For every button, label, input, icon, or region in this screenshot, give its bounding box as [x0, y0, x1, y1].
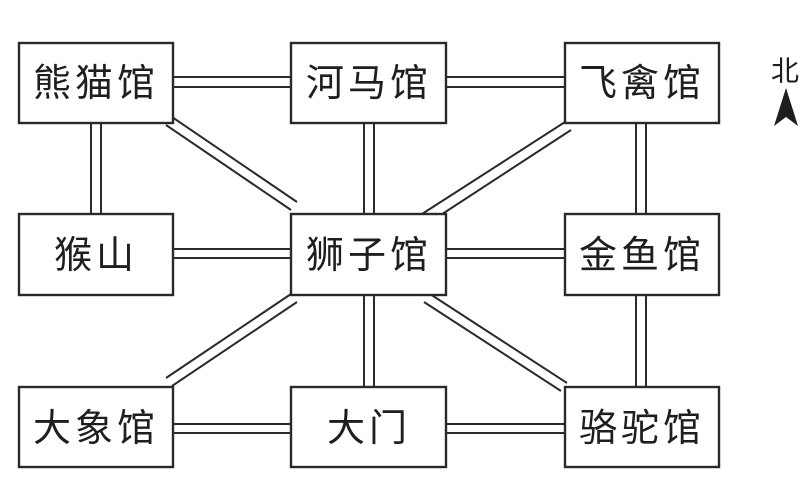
north-arrow-icon: [774, 88, 798, 126]
path-fish-camel: [635, 295, 647, 387]
path-lion-camel: [423, 293, 568, 392]
compass: 北: [771, 55, 799, 126]
venue-label-camel: 骆驼馆: [579, 406, 705, 450]
path-lion-gate: [363, 295, 375, 387]
venue-label-bird: 飞禽馆: [579, 61, 705, 105]
venue-camel: 骆驼馆: [563, 385, 721, 469]
venue-label-elephant: 大象馆: [33, 406, 159, 450]
venue-panda: 熊猫馆: [17, 41, 175, 125]
path-monkey-lion: [173, 248, 291, 259]
venue-elephant: 大象馆: [17, 385, 175, 469]
paths: [90, 76, 647, 434]
path-bird-lion: [421, 121, 572, 223]
path-gate-camel: [446, 423, 565, 434]
path-lion-fish: [446, 248, 565, 259]
path-panda-lion: [165, 116, 298, 211]
path-bird-fish: [635, 123, 647, 214]
venue-bird: 飞禽馆: [563, 41, 721, 125]
venue-label-gate: 大门: [327, 406, 411, 450]
venue-label-lion: 狮子馆: [306, 233, 432, 277]
path-elephant-gate: [173, 423, 291, 434]
venue-label-fish: 金鱼馆: [579, 233, 705, 277]
venue-hippo: 河马馆: [289, 41, 448, 125]
north-label: 北: [771, 55, 799, 88]
venue-monkey: 猴山: [17, 212, 175, 297]
path-hippo-bird: [446, 76, 565, 88]
path-hippo-lion: [363, 122, 375, 214]
venue-gate: 大门: [289, 385, 448, 469]
venue-label-panda: 熊猫馆: [33, 61, 159, 105]
path-panda-hippo: [173, 76, 291, 88]
venue-label-hippo: 河马馆: [306, 61, 432, 105]
path-lion-elephant: [165, 293, 298, 387]
path-panda-monkey: [90, 123, 102, 214]
venue-fish: 金鱼馆: [563, 212, 721, 297]
venue-label-monkey: 猴山: [54, 233, 138, 277]
venue-lion: 狮子馆: [289, 212, 448, 297]
